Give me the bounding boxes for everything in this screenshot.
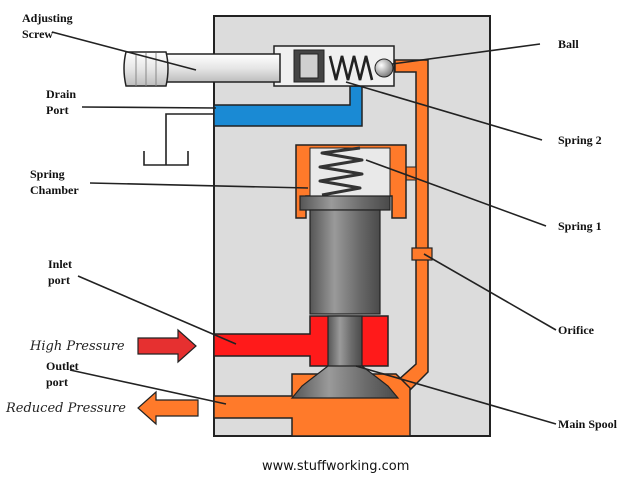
- label-adjusting-screw-line2: Screw: [22, 27, 53, 41]
- spring-2-coils: [328, 55, 374, 81]
- high-pressure-arrow-icon: [137, 328, 197, 364]
- label-spring-1: Spring 1: [558, 219, 602, 233]
- reduced-pressure-arrow-icon: [137, 390, 199, 426]
- label-drain-port-line1: Drain: [46, 87, 76, 101]
- pilot-assembly: [273, 45, 395, 87]
- main-spool-poppet: [290, 365, 400, 399]
- drain-tank-symbol: [143, 113, 214, 166]
- label-spring-chamber-line2: Chamber: [30, 183, 79, 197]
- credit-text: www.stuffworking.com: [262, 459, 409, 474]
- label-ball: Ball: [558, 37, 579, 51]
- spool-stem: [327, 315, 363, 369]
- spool-cap: [299, 195, 391, 211]
- label-inlet-port-line2: port: [48, 273, 70, 287]
- label-orifice: Orifice: [558, 323, 595, 337]
- ball: [374, 58, 394, 78]
- label-drain-port-line2: Port: [46, 103, 69, 117]
- label-reduced-pressure: Reduced Pressure: [5, 401, 126, 416]
- spring-1-coils: [318, 146, 364, 197]
- label-outlet-port-line1: Outlet: [46, 359, 79, 373]
- label-high-pressure: High Pressure: [29, 339, 125, 354]
- label-spring-chamber-line1: Spring: [30, 167, 65, 181]
- label-outlet-port-line2: port: [46, 375, 68, 389]
- label-adjusting-screw-line1: Adjusting: [22, 11, 73, 25]
- label-main-spool: Main Spool: [558, 417, 618, 431]
- orifice: [411, 247, 433, 261]
- spool-bore: [309, 209, 381, 315]
- label-inlet-port-line1: Inlet: [48, 257, 72, 271]
- label-spring-2: Spring 2: [558, 133, 602, 147]
